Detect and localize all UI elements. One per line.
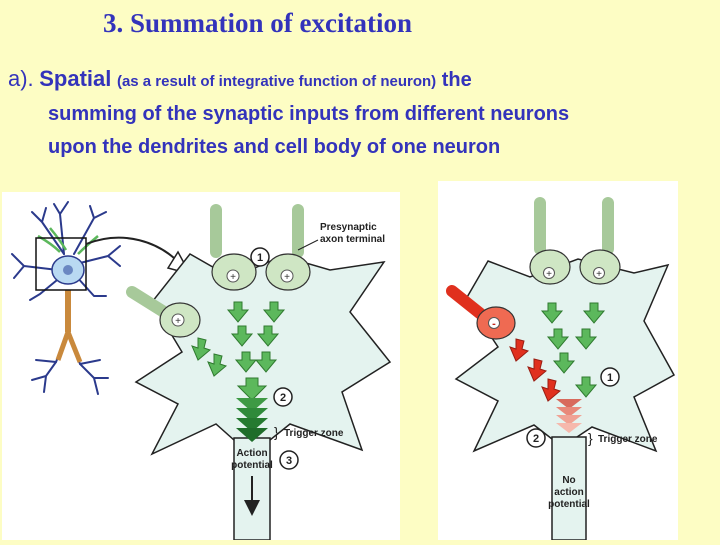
list-marker: a). xyxy=(8,66,34,91)
spatial-summation-figure: + + + xyxy=(2,192,400,541)
svg-text:3: 3 xyxy=(286,455,292,467)
presynaptic-terminal-c: + xyxy=(126,286,201,338)
no-label: No xyxy=(562,475,575,486)
definition-lead: the xyxy=(441,69,472,91)
marker-2: 2 xyxy=(273,387,293,407)
definition-line-3: upon the dendrites and cell body of one … xyxy=(48,136,501,158)
inhibition-diagram: + + - xyxy=(446,197,676,541)
plus-sign: + xyxy=(230,272,236,283)
potential-label: potential xyxy=(548,499,590,510)
spatial-term: Spatial xyxy=(39,66,112,91)
axon xyxy=(551,436,587,541)
definition-line-2: summing of the synaptic inputs from diff… xyxy=(48,103,570,125)
minus-sign: - xyxy=(492,318,496,330)
trigger-brace: } xyxy=(274,424,279,440)
plus-sign: + xyxy=(284,272,290,283)
potential-label: potential xyxy=(231,460,273,471)
presynaptic-terminal-b: + xyxy=(579,197,621,285)
plus-sign: + xyxy=(175,316,181,327)
spatial-summation-diagram: + + + xyxy=(11,201,392,541)
marker-1: 1 xyxy=(250,247,270,267)
axon-terminal-label: axon terminal xyxy=(320,234,385,245)
marker-2: 2 xyxy=(526,428,546,448)
presynaptic-terminal-a: + xyxy=(529,197,571,285)
trigger-brace: } xyxy=(588,430,593,446)
presynaptic-terminal-a: + xyxy=(210,204,257,291)
svg-text:1: 1 xyxy=(607,372,613,384)
definition-paragraph: a). Spatial (as a result of integrative … xyxy=(8,62,713,164)
action-label: action xyxy=(554,487,583,498)
whole-neuron-icon xyxy=(11,201,121,395)
integrative-note: (as a result of integrative function of … xyxy=(116,73,437,90)
zoom-box xyxy=(35,237,87,291)
inhibitory-current-arrows xyxy=(509,338,562,402)
marker-1: 1 xyxy=(600,367,620,387)
excitatory-current-arrows xyxy=(191,301,286,401)
excitatory-current-arrows xyxy=(540,302,606,398)
summed-excitation-stack xyxy=(236,398,268,442)
svg-text:2: 2 xyxy=(533,433,539,445)
trigger-zone-label: Trigger zone xyxy=(284,428,344,439)
presynaptic-terminal-b: + xyxy=(265,204,311,291)
svg-text:1: 1 xyxy=(257,252,263,264)
action-label: Action xyxy=(236,448,267,459)
inhibitory-terminal: - xyxy=(446,285,516,340)
trigger-zone-label: Trigger zone xyxy=(598,434,658,445)
svg-text:2: 2 xyxy=(280,392,286,404)
label-leader xyxy=(297,239,319,251)
presynaptic-label: Presynaptic xyxy=(320,222,377,233)
plus-sign: + xyxy=(546,269,552,280)
inhibition-figure: + + - xyxy=(438,181,678,541)
cancelled-signal-stack xyxy=(556,399,582,433)
slide-title: 3. Summation of excitation xyxy=(103,8,412,38)
zoom-arrow xyxy=(85,236,185,269)
marker-3: 3 xyxy=(279,450,299,470)
plus-sign: + xyxy=(596,269,602,280)
